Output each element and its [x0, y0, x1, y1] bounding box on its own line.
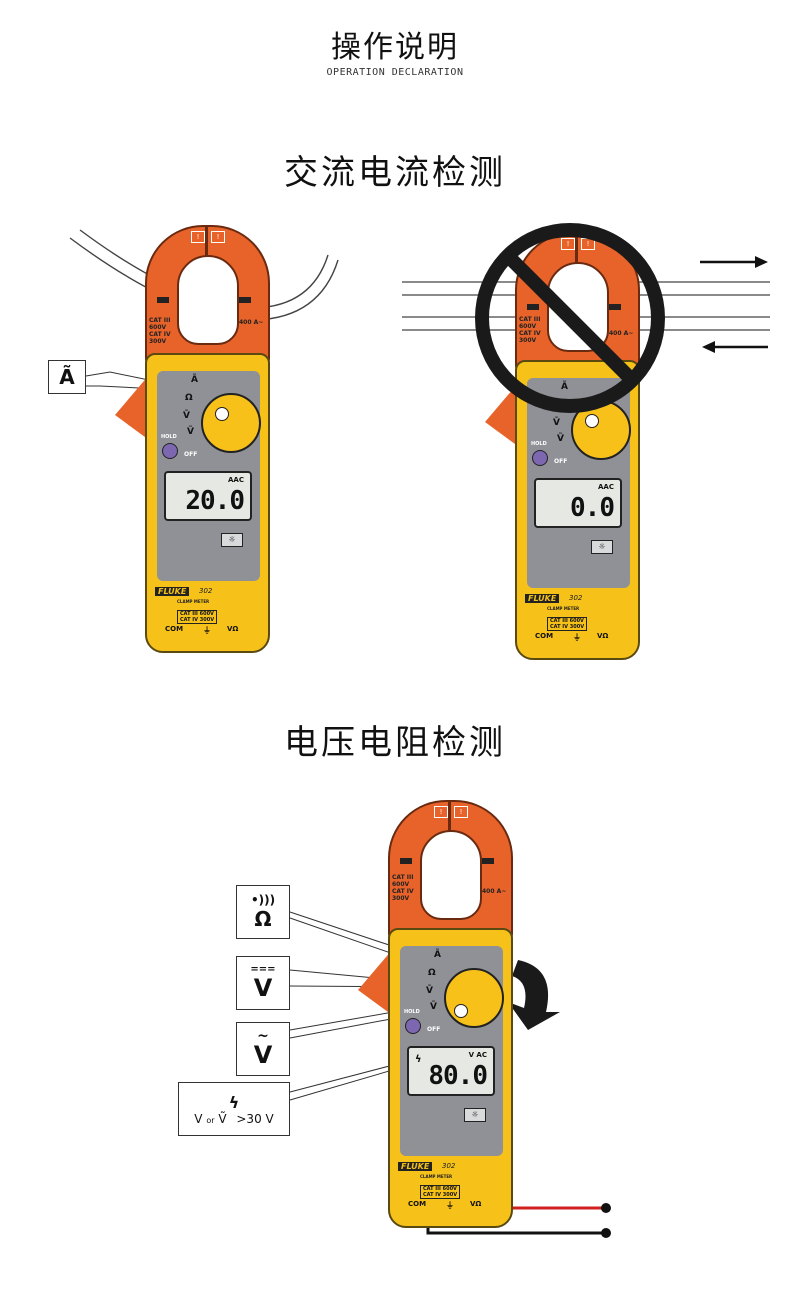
arrow-left-head	[702, 341, 715, 353]
prohibited-icon	[475, 223, 665, 413]
lightning-bolt-icon: ϟ	[228, 1092, 240, 1112]
volts-dc-icon: V̄	[426, 986, 433, 996]
amps-ac-icon: Ã	[191, 375, 198, 385]
continuity-sound-icon: •)))	[250, 893, 276, 907]
lcd-display: AAC 20.0	[164, 471, 252, 521]
dc-symbol-icon: ===	[250, 964, 276, 975]
page-subtitle: OPERATION DECLARATION	[326, 67, 464, 78]
meter-body: Ã Ω V̄ Ṽ HOLD OFF AAC 20.0 ☼ FLUKE 302 C…	[145, 353, 270, 653]
volts-dc-icon: V̄	[183, 411, 190, 421]
ohm-icon: Ω	[185, 393, 193, 403]
trigger	[115, 375, 149, 440]
com-jack-label: COM	[408, 1200, 427, 1208]
volts-ac-icon: Ṽ	[557, 434, 564, 444]
lcd-display: ϟ V AC 80.0	[407, 1046, 495, 1096]
clamp-meter-voltage: ! ! CAT III 600V CAT IV 300V 400 A~ Ã Ω …	[358, 800, 513, 1230]
jaw: ! ! CAT III 600V CAT IV 300V 400 A~	[388, 800, 513, 940]
display-reading: 20.0	[185, 486, 245, 516]
section-ac-current-title: 交流电流检测	[284, 153, 506, 193]
rotary-dial[interactable]	[444, 968, 504, 1028]
hold-button[interactable]	[405, 1018, 421, 1034]
meter-body: Ã Ω V̄ Ṽ HOLD OFF AAC 0.0 ☼ FLUKE 302 CL…	[515, 360, 640, 660]
arrow-right-head	[755, 256, 768, 268]
backlight-button[interactable]: ☼	[464, 1108, 486, 1122]
v-ohm-jack-label: VΩ	[227, 625, 239, 633]
hold-button[interactable]	[162, 443, 178, 459]
ohm-symbol: Ω	[254, 907, 272, 931]
brand-logo: FLUKE	[398, 1162, 433, 1171]
backlight-button[interactable]: ☼	[221, 533, 243, 547]
brand-logo: FLUKE	[525, 594, 560, 603]
page-title: 操作说明	[331, 30, 459, 65]
callout-dc-volts: === V	[236, 956, 290, 1010]
clamp-meter-left: ! ! CAT III 600V CAT IV 300V 400 A~ Ã Ω …	[115, 225, 270, 655]
callout-ac-volts: ~ V	[236, 1022, 290, 1076]
amps-ac-icon: Ã	[561, 382, 568, 392]
rotate-arrow-icon	[508, 960, 560, 1030]
probe-tip-black	[601, 1228, 611, 1238]
hold-button[interactable]	[532, 450, 548, 466]
ground-icon: ⏚	[203, 626, 211, 635]
lcd-display: AAC 0.0	[534, 478, 622, 528]
v-ohm-jack-label: VΩ	[470, 1200, 482, 1208]
ground-icon: ⏚	[573, 633, 581, 642]
display-reading: 80.0	[428, 1061, 488, 1091]
volts-ac-icon: Ṽ	[430, 1002, 437, 1012]
meter-body: Ã Ω V̄ Ṽ HOLD OFF ϟ V AC 80.0 ☼ FLUKE 30…	[388, 928, 513, 1228]
ground-icon: ⏚	[446, 1201, 454, 1210]
high-voltage-icon: ϟ	[415, 1054, 422, 1065]
com-jack-label: COM	[165, 625, 184, 633]
probe-tip-red	[601, 1203, 611, 1213]
callout-ac-amps: Ã	[48, 360, 86, 394]
ac-symbol-icon: ~	[257, 1028, 269, 1044]
display-reading: 0.0	[570, 493, 615, 523]
volts-dc-icon: V̄	[553, 418, 560, 428]
callout-high-voltage-warning: ϟ V or Ṽ >30 V	[178, 1082, 290, 1136]
ohm-icon: Ω	[428, 968, 436, 978]
v-ohm-jack-label: VΩ	[597, 632, 609, 640]
section-voltage-resistance-title: 电压电阻检测	[284, 723, 506, 763]
com-jack-label: COM	[535, 632, 554, 640]
jaw: ! ! CAT III 600V CAT IV 300V 400 A~	[145, 225, 270, 365]
amps-ac-icon: Ã	[434, 950, 441, 960]
backlight-button[interactable]: ☼	[591, 540, 613, 554]
brand-logo: FLUKE	[155, 587, 190, 596]
trigger	[358, 950, 392, 1015]
volts-ac-icon: Ṽ	[187, 427, 194, 437]
section2-illustration-lines	[289, 911, 611, 1238]
callout-resistance: •))) Ω	[236, 885, 290, 939]
rotary-dial[interactable]	[201, 393, 261, 453]
